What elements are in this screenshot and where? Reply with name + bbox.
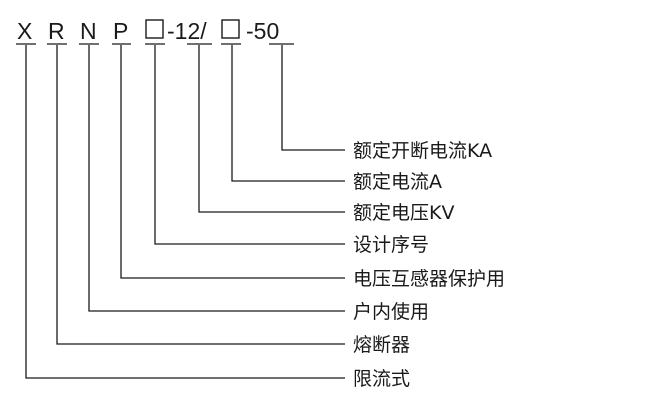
leader-line-current-limiting xyxy=(25,45,345,379)
leader-lines xyxy=(25,45,345,379)
label-current-limiting: 限流式 xyxy=(353,368,410,390)
label-pt-protection: 电压互感器保护用 xyxy=(353,268,505,290)
label-fuse: 熔断器 xyxy=(353,334,410,356)
label-indoor-use: 户内使用 xyxy=(353,301,429,323)
leader-line-rated-current xyxy=(231,45,345,182)
leader-line-design-serial xyxy=(154,45,345,245)
design-serial-blank-box xyxy=(145,19,164,39)
label-rated-current: 额定电流A xyxy=(353,171,442,193)
code-letter-p: P xyxy=(113,18,128,44)
rated-current-blank-box xyxy=(221,19,240,39)
leader-line-fuse xyxy=(56,45,345,345)
rated-voltage-code: -12/ xyxy=(167,18,207,44)
leader-line-indoor xyxy=(88,45,345,312)
legend-labels: 额定开断电流KA 额定电流A 额定电压KV 设计序号 电压互感器保护用 户内使用… xyxy=(353,140,505,390)
code-letter-n: N xyxy=(80,18,97,44)
code-letter-x: X xyxy=(17,18,32,44)
leader-line-pt-protection xyxy=(120,45,345,279)
label-rated-voltage: 额定电压KV xyxy=(353,202,454,224)
model-code: X R N P -12/ -50 xyxy=(16,18,294,45)
breaking-current-code: -50 xyxy=(246,18,279,44)
leader-line-breaking-current xyxy=(281,45,345,151)
leader-line-rated-voltage xyxy=(198,45,345,213)
label-rated-breaking-current: 额定开断电流KA xyxy=(353,140,492,162)
label-design-serial: 设计序号 xyxy=(353,234,429,256)
code-letter-r: R xyxy=(48,18,65,44)
